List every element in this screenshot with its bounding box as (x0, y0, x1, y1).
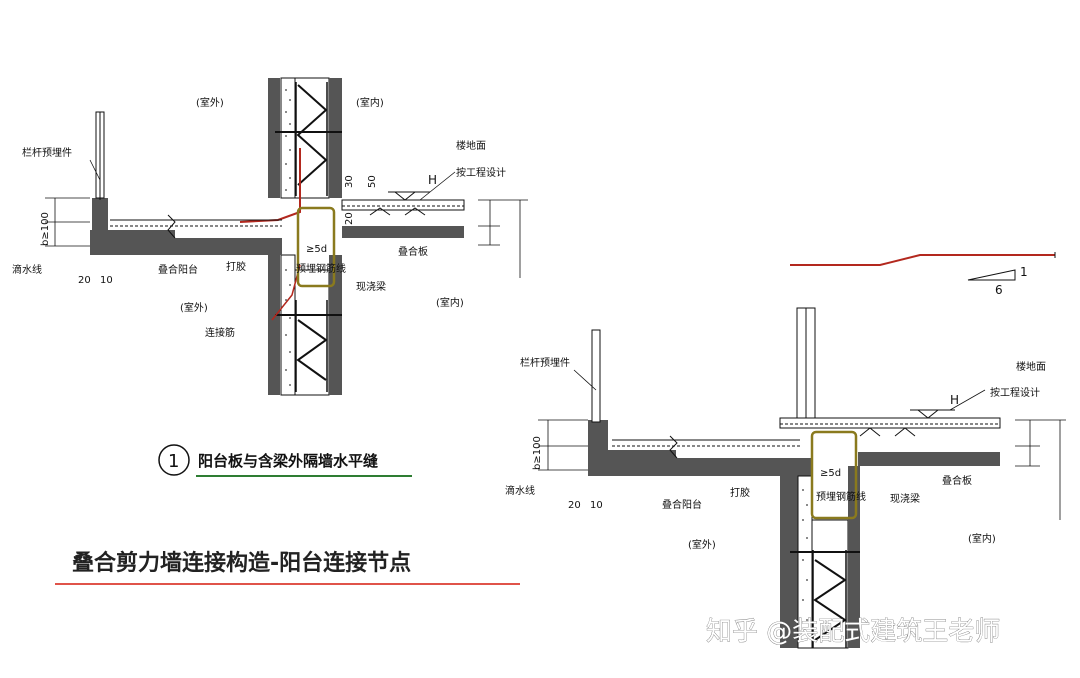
dim-50: 50 (367, 175, 378, 188)
label-cast-beam: 现浇梁 (356, 280, 386, 293)
label2-glue: 打胶 (730, 486, 750, 499)
wall-1 (268, 77, 342, 396)
label-b100: b≥100 (40, 212, 51, 246)
label-d20: 20 (78, 275, 91, 286)
label-indoor-top: (室内) (356, 96, 384, 109)
label-H: H (428, 173, 437, 187)
slope-run: 6 (995, 283, 1003, 297)
dim-30: 30 (344, 175, 355, 188)
label-rail-part: 栏杆预埋件 (22, 146, 72, 159)
label2-floor-finish: 楼地面 (1016, 360, 1046, 373)
label-indoor-bottom: (室内) (436, 296, 464, 309)
dim-20: 20 (344, 212, 355, 225)
detail-marker-number: 1 (168, 451, 179, 472)
slope-mark: 1 6 (790, 252, 1056, 297)
label2-H: H (950, 393, 959, 407)
label2-outdoor: (室外) (688, 538, 716, 551)
label2-b100: b≥100 (532, 436, 543, 470)
label2-d10: 10 (590, 500, 603, 511)
label2-anchor: ≥5d (820, 468, 841, 479)
label-floor-finish: 楼地面 (456, 139, 486, 152)
label-composite-slab: 叠合板 (398, 245, 428, 258)
label-anchor: ≥5d (306, 244, 327, 255)
label-outdoor-top: (室外) (196, 96, 224, 109)
label-glue: 打胶 (226, 260, 246, 273)
label-rebar-line: 预埋钢筋线 (296, 262, 346, 275)
label-drip: 滴水线 (12, 263, 42, 276)
watermark: 知乎 @装配式建筑王老师 (706, 617, 1000, 647)
label-outdoor-bottom: (室外) (180, 301, 208, 314)
label-composite-balcony: 叠合阳台 (158, 263, 198, 276)
label2-cast-beam: 现浇梁 (890, 492, 920, 505)
label2-composite-slab: 叠合板 (942, 474, 972, 487)
label2-rail-part: 栏杆预埋件 (520, 356, 570, 369)
label2-drip: 滴水线 (505, 484, 535, 497)
label2-rebar-line: 预埋钢筋线 (816, 490, 866, 503)
label2-d20: 20 (568, 500, 581, 511)
label2-indoor: (室内) (968, 532, 996, 545)
label2-by-design: 按工程设计 (990, 386, 1040, 399)
detail-marker-circle (158, 444, 190, 476)
label-by-design: 按工程设计 (456, 166, 506, 179)
label2-composite-balcony: 叠合阳台 (662, 498, 702, 511)
detail-2: 栏杆预埋件 楼地面 按工程设计 H b≥100 滴水线 20 10 叠合阳台 打… (505, 307, 1066, 649)
slope-rise: 1 (1020, 265, 1028, 279)
label-rebar-extra: 连接筋 (205, 326, 235, 339)
main-title: 叠合剪力墙连接构造-阳台连接节点 (72, 550, 411, 576)
detail-caption: 阳台板与含梁外隔墙水平缝 (198, 452, 378, 470)
label-d10: 10 (100, 275, 113, 286)
detail-1: (室外) (室内) 栏杆预埋件 楼地面 按工程设计 30 50 20 H b≥1… (12, 77, 528, 477)
